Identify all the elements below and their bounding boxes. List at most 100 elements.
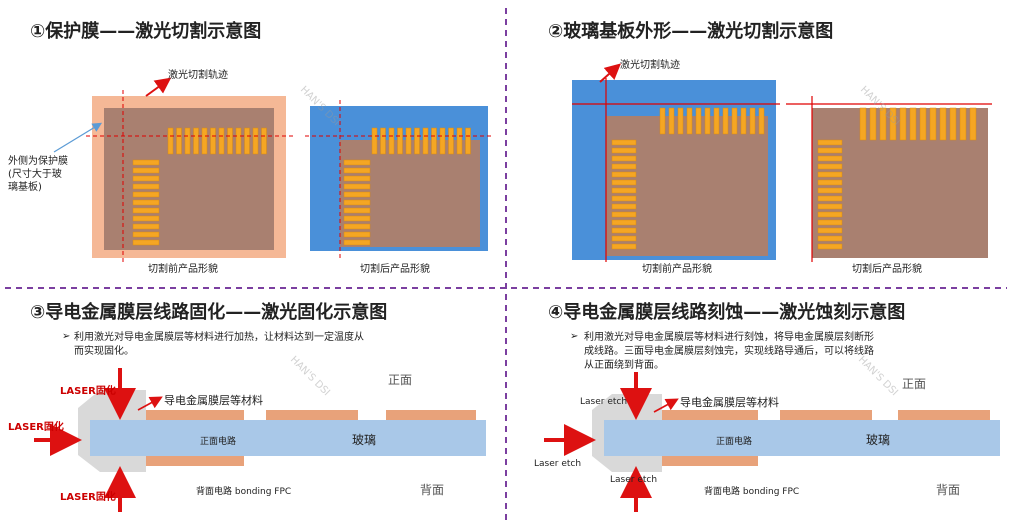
pad-left [132,223,160,230]
pad-left [611,195,637,202]
pad-left [132,239,160,246]
pad-left [132,231,160,238]
pad-left [132,199,160,206]
pad-top [414,127,420,155]
pad-top [686,107,693,135]
pad-top-1 [662,410,758,420]
pad-left [343,239,371,246]
pad-top [722,107,729,135]
pad-left [817,139,843,146]
panel-3: ③导电金属膜层线路固化——激光固化示意图 ➢ 利用激光对导电金属膜层等材料进行加… [8,301,486,512]
front-circuit-label: 正面电路 [200,435,236,447]
pad-top [201,127,208,155]
caption-before: 切割前产品形貌 [148,262,218,275]
pad-left [132,191,160,198]
caption-after: 切割后产品形貌 [852,262,922,275]
pad-top [184,127,191,155]
pad-top [959,107,967,141]
pad-top [668,107,675,135]
top-pads-after [859,107,977,141]
watermark-4: HAN'S DSI [856,354,900,398]
pad-left [611,155,637,162]
front-side-label: 正面 [388,373,412,387]
top-pads-before [659,107,765,135]
laser-label-top: Laser etch [580,397,627,407]
pad-top [949,107,957,141]
substrate-before [606,116,768,256]
pad-left [611,235,637,242]
pad-top [261,127,267,155]
pad-left [817,187,843,194]
pad-top [869,107,877,141]
pad-top-2 [780,410,872,420]
pad-left [132,175,160,182]
pad-left [611,163,637,170]
pad-left [817,227,843,234]
pad-top [969,107,977,141]
pad-left [132,183,160,190]
pad-left [343,231,371,238]
pad-left [343,175,371,182]
pad-top [439,127,446,155]
front-circuit-label: 正面电路 [716,435,752,447]
pad-left [611,219,637,226]
bullet-line-2: 成线路。三面导电金属膜层刻蚀完，实现线路导通后，可以将线路 [584,344,874,357]
pad-top-1 [146,410,244,420]
pad-left [343,159,371,166]
bullet-line-1: 利用激光对导电金属膜层等材料进行加热，让材料达到一定温度从 [74,330,364,343]
pad-left [132,207,160,214]
left-pads-before [132,159,160,246]
bullet-marker: ➢ [570,331,578,342]
pad-left [343,215,371,222]
laser-label-left: Laser etch [534,459,581,469]
pad-left [343,183,371,190]
left-pads-after [817,139,843,250]
pad-top [889,107,897,141]
pad-left [817,155,843,162]
pad-top [176,127,182,155]
side-note-line-1: 外侧为保护膜 [8,154,68,167]
pad-top [740,107,747,135]
caption-after: 切割后产品形貌 [360,262,430,275]
material-arrow [137,396,163,411]
laser-label-bottom: Laser etch [610,475,657,485]
panel-4: ④导电金属膜层线路刻蚀——激光蚀刻示意图 ➢ 利用激光对导电金属膜层等材料进行刻… [534,301,1000,512]
track-label: 激光切割轨迹 [620,58,680,71]
pad-top-3 [898,410,990,420]
panel-1-title: ①保护膜——激光切割示意图 [30,20,261,42]
pad-left [817,219,843,226]
pad-left [611,243,637,250]
pad-left [817,211,843,218]
laser-label-bottom: LASER固化 [60,490,116,503]
glass-label: 玻璃 [352,433,376,447]
pad-top [909,107,917,141]
panel-1: ①保护膜——激光切割示意图 激光切割轨迹 外侧为保护膜 (尺寸大于玻 璃基板) … [8,20,492,275]
pad-top [859,107,867,141]
pad-left [817,235,843,242]
pad-top [218,127,225,155]
side-note-line-2: (尺寸大于玻 [8,167,62,180]
pad-top-2 [266,410,358,420]
back-side-label: 背面 [420,483,444,497]
pad-top [397,127,403,155]
pad-left [611,147,637,154]
pad-top [659,107,666,135]
material-arrow [653,398,679,413]
pad-top [227,127,233,155]
back-circuit-label: 背面电路 bonding FPC [704,485,799,497]
pad-left [132,167,160,174]
pad-left [817,243,843,250]
pad-top [677,107,684,135]
pad-top [465,127,471,155]
pad-top [193,127,199,155]
front-side-label: 正面 [902,377,926,391]
top-pads-before [167,127,267,155]
material-label: 导电金属膜层等材料 [680,395,779,409]
left-pads-after [343,159,371,246]
pad-top [758,107,765,135]
pad-left [343,207,371,214]
pad-left [817,203,843,210]
glass-bar [90,420,486,456]
